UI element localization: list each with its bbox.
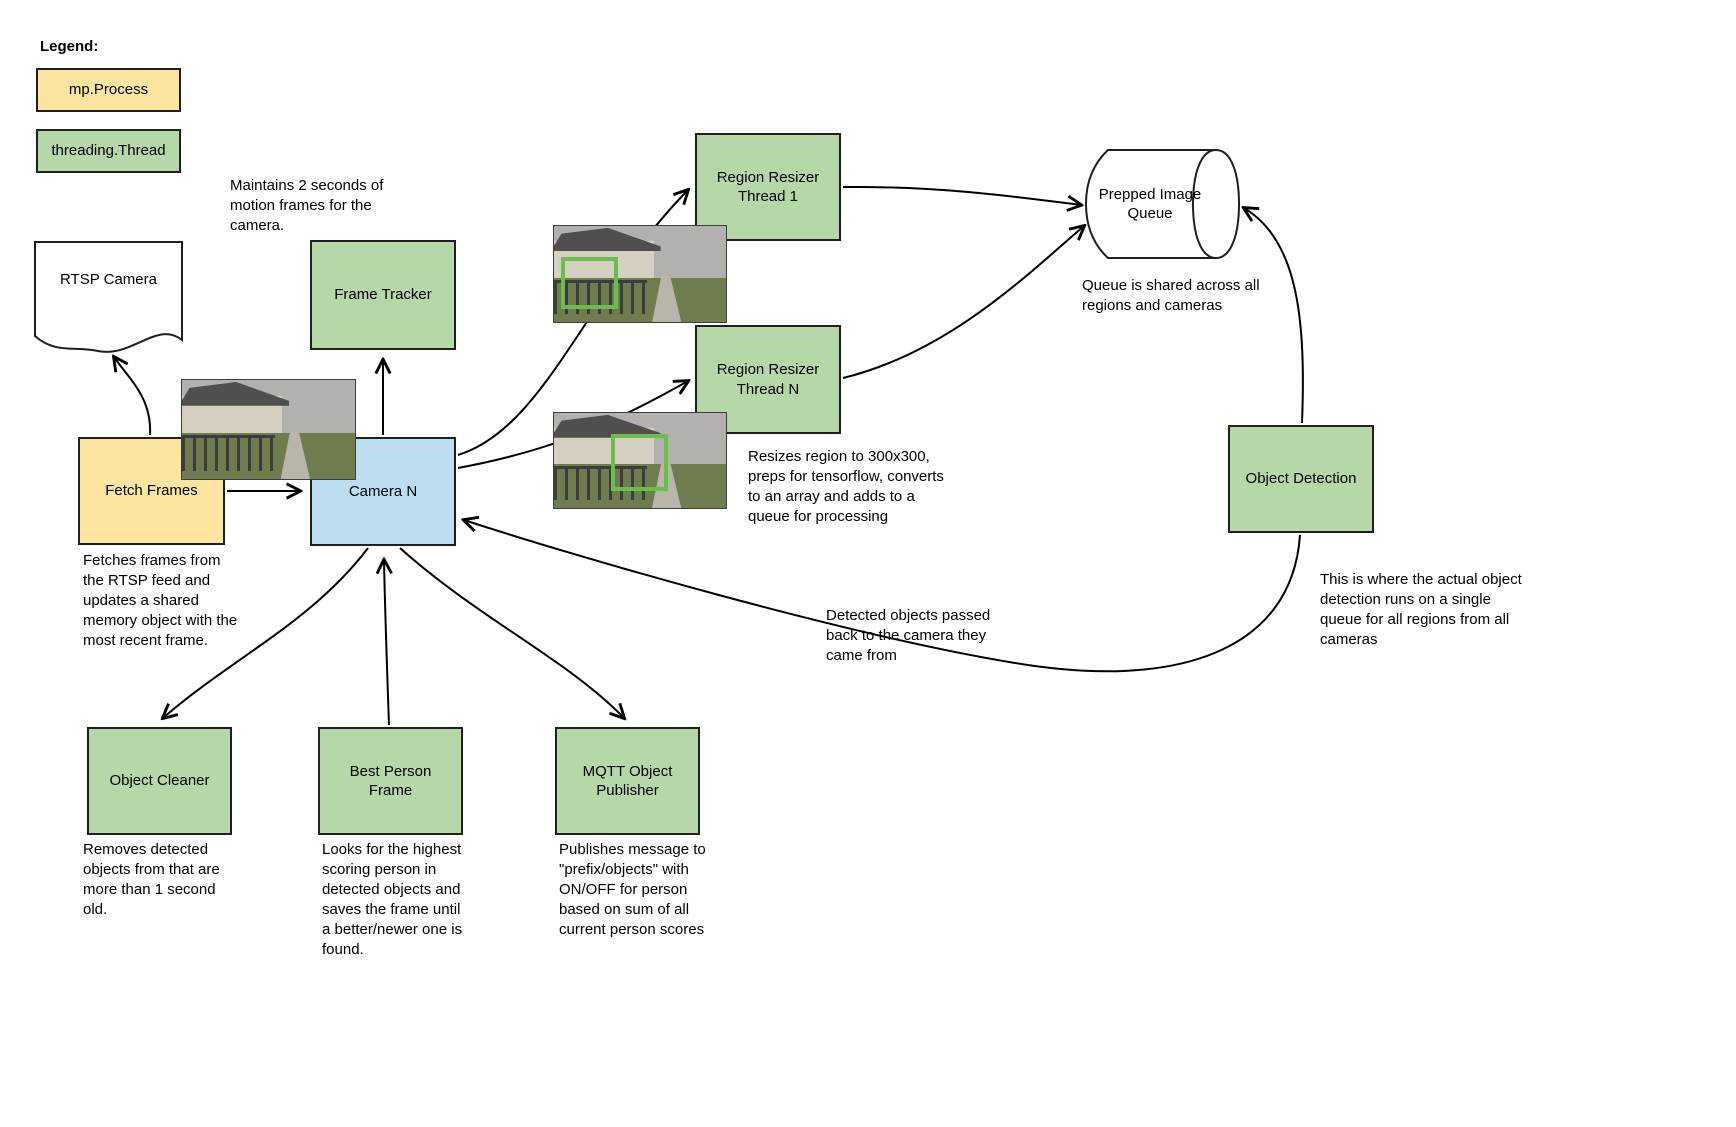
node-object-detection-label: Object Detection <box>1245 470 1357 488</box>
node-frame-tracker-label: Frame Tracker <box>334 286 432 304</box>
passed-back-note: Detected objects passed back to the came… <box>826 607 991 664</box>
legend-process-box: mp.Process <box>36 68 181 112</box>
detection-box <box>560 256 618 309</box>
legend-process-label: mp.Process <box>68 81 149 99</box>
node-object-cleaner: Object Cleaner <box>87 727 232 835</box>
node-object-cleaner-label: Object Cleaner <box>109 772 210 790</box>
detection-box <box>610 433 668 491</box>
arrow-camera-to-mqtt-publisher <box>399 547 624 718</box>
node-rtsp-camera-label: RTSP Camera <box>60 271 157 289</box>
photo-roof <box>182 381 290 406</box>
node-mqtt-object-publisher-label: MQTT Object Publisher <box>582 762 673 800</box>
photo-fence <box>182 435 276 472</box>
node-best-person-frame-label: Best Person Frame <box>349 762 432 800</box>
region-photo-1 <box>553 225 727 323</box>
arrow-resizer-n-to-queue <box>842 226 1084 379</box>
arrow-best-person-to-camera <box>384 560 389 726</box>
object-detection-note: This is where the actual object detectio… <box>1320 571 1522 648</box>
arrow-resizer-1-to-queue <box>842 185 1081 205</box>
frame-tracker-note: Maintains 2 seconds of motion frames for… <box>230 177 384 234</box>
resizer-note: Resizes region to 300x300, preps for ten… <box>748 448 944 525</box>
node-region-resizer-n-label: Region Resizer Thread N <box>716 361 820 398</box>
fetch-frames-note: Fetches frames from the RTSP feed and up… <box>83 552 238 649</box>
node-prepped-image-queue-label: Prepped Image Queue <box>1098 185 1202 223</box>
legend-title: Legend: <box>40 38 99 55</box>
legend-thread-box: threading.Thread <box>36 129 181 173</box>
region-photo-2 <box>553 412 727 509</box>
mqtt-note: Publishes message to "prefix/objects" wi… <box>559 841 706 938</box>
object-cleaner-note: Removes detected objects from that are m… <box>83 841 220 918</box>
node-best-person-frame: Best Person Frame <box>318 727 463 835</box>
node-object-detection: Object Detection <box>1228 425 1374 533</box>
camera-frame-photo <box>181 379 356 480</box>
arrow-fetch-to-rtsp <box>114 357 152 436</box>
node-region-resizer-1-label: Region Resizer Thread 1 <box>716 168 820 206</box>
best-person-note: Looks for the highest scoring person in … <box>322 841 463 958</box>
node-region-resizer-1: Region Resizer Thread 1 <box>695 133 841 241</box>
node-frame-tracker: Frame Tracker <box>310 240 456 350</box>
node-mqtt-object-publisher: MQTT Object Publisher <box>555 727 700 835</box>
queue-note: Queue is shared across all regions and c… <box>1082 277 1260 314</box>
legend-thread-label: threading.Thread <box>51 142 166 160</box>
node-camera-n-label: Camera N <box>348 482 418 500</box>
photo-roof <box>554 227 661 251</box>
photo-fence <box>554 466 647 501</box>
node-fetch-frames-label: Fetch Frames <box>105 482 198 500</box>
